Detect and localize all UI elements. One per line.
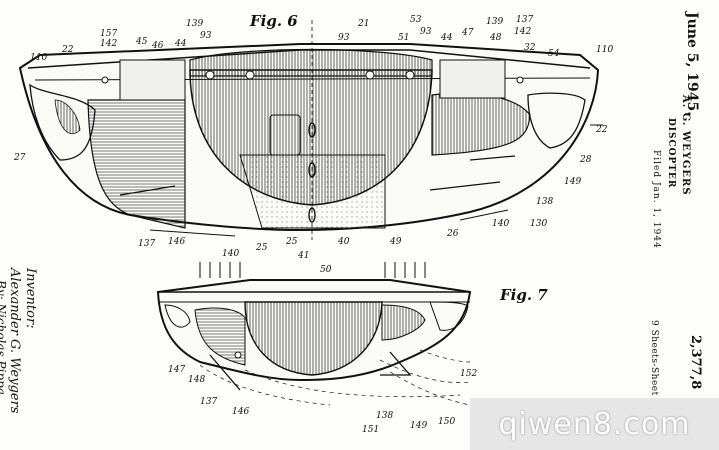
ref-numeral: 93 bbox=[338, 33, 350, 43]
sheet-count: 9 Sheets-Sheet bbox=[649, 320, 659, 396]
ref-numeral: 54 bbox=[548, 49, 560, 59]
ref-numeral: 27 bbox=[13, 153, 26, 163]
ref-numeral: 110 bbox=[30, 53, 47, 63]
ref-numeral: 148 bbox=[188, 375, 205, 385]
ref-numeral: 138 bbox=[536, 197, 553, 207]
ref-numeral: 51 bbox=[398, 33, 409, 43]
ref-numeral: 151 bbox=[362, 425, 379, 435]
attorney-signature: By: Nicholas Pippa bbox=[0, 280, 8, 395]
ref-numeral: 44 bbox=[174, 39, 187, 49]
figure-6 bbox=[18, 20, 603, 240]
ref-numeral: 49 bbox=[389, 237, 402, 247]
figure-7 bbox=[156, 262, 472, 406]
fig6-reference-numerals: 110 22 157 142 45 46 44 139 93 21 93 53 … bbox=[13, 15, 613, 261]
ref-numeral: 93 bbox=[200, 31, 212, 41]
ref-numeral: 22 bbox=[595, 125, 608, 135]
ref-numeral: 146 bbox=[168, 237, 185, 247]
ref-numeral: 139 bbox=[486, 17, 503, 27]
ref-numeral: 157 bbox=[100, 29, 117, 39]
watermark-text: qiwen8.com bbox=[498, 406, 691, 442]
ref-numeral: 137 bbox=[516, 15, 533, 25]
ref-numeral: 21 bbox=[357, 19, 369, 29]
ref-numeral: 142 bbox=[100, 39, 117, 49]
ref-numeral: 26 bbox=[446, 229, 459, 239]
inventor-label: Inventor: bbox=[23, 268, 38, 329]
filed-date: Filed Jan. 1, 1944 bbox=[651, 150, 661, 249]
ref-numeral: 150 bbox=[438, 417, 455, 427]
inventor-name: A. G. WEYGERS bbox=[680, 95, 691, 196]
ref-numeral: 149 bbox=[564, 177, 581, 187]
ref-numeral: 140 bbox=[222, 249, 239, 259]
ref-numeral: 140 bbox=[492, 219, 509, 229]
ref-numeral: 44 bbox=[440, 33, 453, 43]
inventor-signature: Alexander G. Weygers bbox=[7, 268, 22, 414]
ref-numeral: 47 bbox=[461, 28, 474, 38]
fig7-reference-numerals: 50 147 148 137 146 152 151 138 149 150 bbox=[168, 265, 477, 435]
ref-numeral: 137 bbox=[200, 397, 217, 407]
patent-number: 2,377,8 bbox=[688, 335, 703, 390]
ref-numeral: 32 bbox=[524, 43, 536, 53]
ref-numeral: 152 bbox=[460, 369, 477, 379]
ref-numeral: 110 bbox=[596, 45, 613, 55]
ref-numeral: 138 bbox=[376, 411, 393, 421]
ref-numeral: 137 bbox=[138, 239, 155, 249]
ref-numeral: 40 bbox=[337, 237, 350, 247]
ref-numeral: 50 bbox=[320, 265, 332, 275]
ref-numeral: 147 bbox=[168, 365, 185, 375]
ref-numeral: 53 bbox=[410, 15, 422, 25]
ref-numeral: 139 bbox=[186, 19, 203, 29]
ref-numeral: 22 bbox=[61, 45, 74, 55]
patent-title: DISCOPTER bbox=[666, 118, 676, 189]
ref-numeral: 28 bbox=[579, 155, 592, 165]
ref-numeral: 25 bbox=[285, 237, 298, 247]
ref-numeral: 25 bbox=[255, 243, 268, 253]
ref-numeral: 41 bbox=[297, 251, 309, 261]
ref-numeral: 48 bbox=[489, 33, 502, 43]
ref-numeral: 142 bbox=[514, 27, 531, 37]
ref-numeral: 146 bbox=[232, 407, 249, 417]
ref-numeral: 93 bbox=[420, 27, 432, 37]
ref-numeral: 130 bbox=[530, 219, 547, 229]
ref-numeral: 45 bbox=[135, 37, 148, 47]
watermark: qiwen8.com bbox=[470, 398, 719, 450]
fig6-label: Fig. 6 bbox=[249, 12, 298, 30]
ref-numeral: 149 bbox=[410, 421, 427, 431]
fig7-label: Fig. 7 bbox=[499, 286, 548, 304]
ref-numeral: 46 bbox=[151, 41, 164, 51]
